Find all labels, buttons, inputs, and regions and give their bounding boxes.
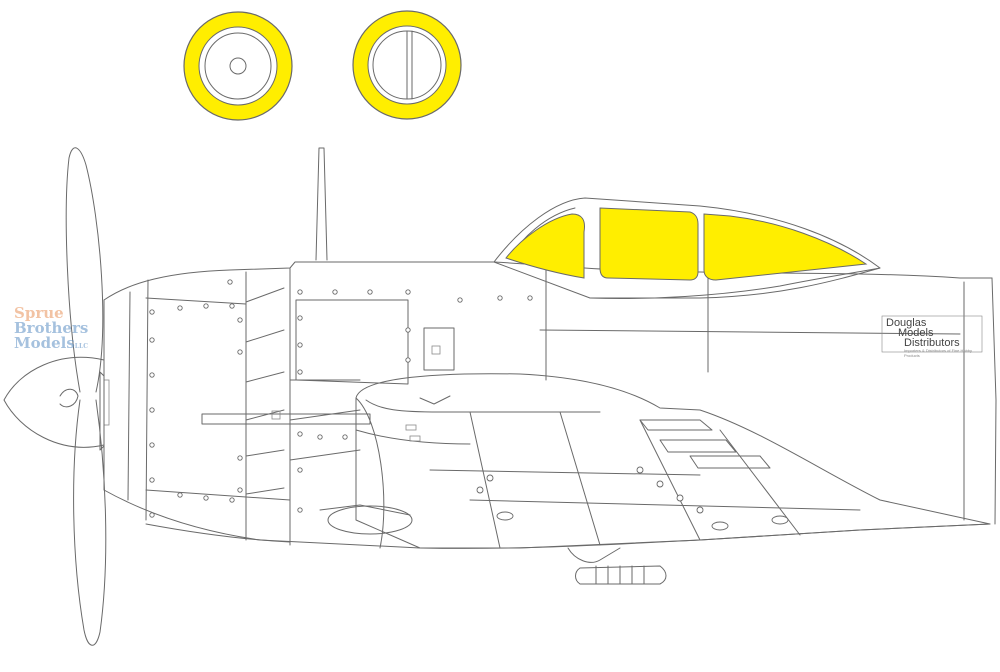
landing-gear (327, 505, 667, 585)
rivets (149, 279, 533, 518)
propeller (3, 147, 110, 646)
canopy-windscreen-mask (505, 213, 585, 279)
logo-line1: Douglas (886, 317, 927, 329)
canopy-frame (493, 197, 881, 299)
canopy-rear-panel-mask (703, 213, 868, 281)
wing (355, 373, 991, 549)
cowl-panels (245, 287, 411, 516)
gun-barrel (201, 413, 371, 425)
watermark-suffix: LLC (74, 343, 89, 350)
logo-line3: Distributors (904, 337, 960, 349)
logo-box (881, 315, 983, 353)
watermark-line3: ModelsLLC (14, 336, 88, 354)
antenna-mast (315, 147, 328, 261)
access-panel (423, 327, 455, 371)
canopy-front-panel-mask (599, 207, 699, 281)
fuselage-bottom-line (103, 489, 991, 549)
wheel-mask-left-hub (229, 57, 247, 75)
watermark-line3-text: Models (14, 334, 75, 352)
wheel-mask-right (352, 10, 462, 120)
watermark-line1: Sprue (14, 304, 64, 322)
wheel-mask-left (183, 11, 293, 121)
logo-tagline: Importers & Distributors of Fine Hobby P… (904, 348, 973, 358)
canopy (493, 197, 881, 299)
watermark: Sprue Brothers ModelsLLC (14, 306, 88, 354)
gear-door (327, 505, 413, 535)
propeller-blade-lower (73, 399, 107, 646)
propeller-blade-upper (65, 147, 104, 393)
spinner (3, 356, 105, 448)
logo-line2: Models (898, 327, 934, 339)
wing-outline (355, 373, 991, 549)
douglas-models-logo: Douglas Models Distributors Importers & … (884, 317, 982, 359)
drop-tank (575, 565, 667, 585)
watermark-line2: Brothers (14, 319, 89, 337)
